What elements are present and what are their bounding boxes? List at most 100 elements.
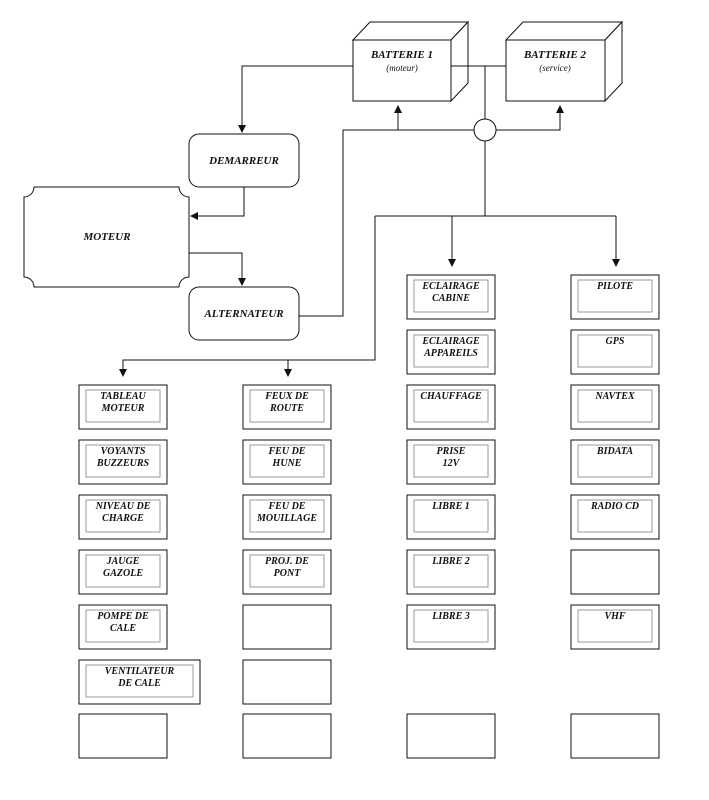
- panel-inner-frame: [413, 609, 489, 643]
- panel-label: RADIO CD: [590, 501, 639, 512]
- demarreur-box: DEMARREUR: [188, 133, 300, 188]
- panel-inner-frame: [577, 609, 653, 643]
- panel-col4-0: PILOTE: [570, 274, 660, 320]
- panel-label: DE CALE: [117, 678, 161, 689]
- panel-inner-frame: [249, 554, 325, 588]
- battery-1-label: BATTERIE 1: [370, 49, 433, 61]
- panel-label: APPAREILS: [423, 348, 478, 359]
- wire-demarreur-moteur: [190, 187, 245, 220]
- moteur-box: MOTEUR: [23, 186, 190, 288]
- panel-inner-frame: [249, 499, 325, 533]
- panel-label: PROJ. DE: [265, 556, 309, 567]
- panel-inner-frame: [85, 444, 161, 478]
- panel-frame: [570, 713, 660, 759]
- battery-2: BATTERIE 2 (service): [504, 20, 624, 103]
- panel-inner-frame: [577, 334, 653, 368]
- panel-label: GAZOLE: [103, 568, 143, 579]
- panel-label: FEU DE: [268, 446, 306, 457]
- panel-label: NIVEAU DE: [95, 501, 151, 512]
- panel-label: BUZZEURS: [96, 458, 150, 469]
- panel-col2-4: [242, 604, 332, 650]
- panel-col3-6: LIBRE 3: [406, 604, 496, 650]
- panel-frame: [570, 549, 660, 595]
- panel-label: CHARGE: [102, 513, 144, 524]
- panel-label: MOUILLAGE: [256, 513, 317, 524]
- wire-charge-battery1: [299, 105, 402, 317]
- panel-label: LIBRE 3: [431, 611, 470, 622]
- panel-label: VOYANTS: [101, 446, 146, 457]
- panel-col4-7: [570, 713, 660, 759]
- panel-inner-frame: [85, 554, 161, 588]
- wire-to-col1: [119, 216, 376, 377]
- panel-col3-7: [406, 713, 496, 759]
- panel-frame: [406, 713, 496, 759]
- panel-label: JAUGE: [106, 556, 140, 567]
- panel-col4-6: VHF: [570, 604, 660, 650]
- panel-col2-6: [242, 713, 332, 759]
- panel-label: TABLEAU: [100, 391, 146, 402]
- panel-inner-frame: [577, 389, 653, 423]
- panel-col2-5: [242, 659, 332, 705]
- panel-inner-frame: [413, 389, 489, 423]
- panel-col4-4: RADIO CD: [570, 494, 660, 540]
- panel-inner-frame: [577, 279, 653, 313]
- moteur-label: MOTEUR: [82, 231, 130, 243]
- panel-label: VHF: [604, 611, 625, 622]
- panel-inner-frame: [249, 389, 325, 423]
- panel-frame: [242, 713, 332, 759]
- battery-2-label: BATTERIE 2: [523, 49, 587, 61]
- panel-label: 12V: [443, 458, 461, 469]
- panel-inner-frame: [413, 334, 489, 368]
- panel-label: PILOTE: [597, 281, 633, 292]
- panel-frame: [78, 713, 168, 759]
- panel-inner-frame: [85, 389, 161, 423]
- panel-label: HUNE: [272, 458, 302, 469]
- panel-inner-frame: [249, 444, 325, 478]
- panel-label: ECLAIRAGE: [421, 281, 480, 292]
- panel-inner-frame: [413, 444, 489, 478]
- panel-frame: [242, 659, 332, 705]
- panel-label: LIBRE 2: [431, 556, 470, 567]
- battery-1: BATTERIE 1 (moteur): [351, 20, 470, 103]
- panel-label: ROUTE: [269, 403, 304, 414]
- panel-label: GPS: [606, 336, 625, 347]
- panel-col3-5: LIBRE 2: [406, 549, 496, 595]
- panel-inner-frame: [85, 609, 161, 643]
- panel-label: NAVTEX: [594, 391, 635, 402]
- battery-2-sublabel: (service): [539, 63, 570, 73]
- wire-moteur-alternateur: [189, 252, 246, 286]
- panel-inner-frame: [85, 664, 194, 698]
- panel-inner-frame: [413, 554, 489, 588]
- panel-label: ECLAIRAGE: [421, 336, 480, 347]
- panel-label: CABINE: [432, 293, 470, 304]
- panel-label: FEUX DE: [264, 391, 309, 402]
- battery-1-sublabel: (moteur): [386, 63, 418, 73]
- junction-circle: [473, 118, 497, 142]
- panel-inner-frame: [413, 499, 489, 533]
- panel-inner-frame: [577, 444, 653, 478]
- panel-col3-2: CHAUFFAGE: [406, 384, 496, 430]
- panel-col4-5: [570, 549, 660, 595]
- panel-label: PRISE: [437, 446, 466, 457]
- demarreur-label: DEMARREUR: [208, 155, 279, 167]
- panel-inner-frame: [85, 499, 161, 533]
- panel-label: FEU DE: [268, 501, 306, 512]
- panel-col3-4: LIBRE 1: [406, 494, 496, 540]
- panel-label: LIBRE 1: [431, 501, 470, 512]
- wire-battery1-demarreur: [238, 65, 353, 133]
- wires: [119, 65, 620, 377]
